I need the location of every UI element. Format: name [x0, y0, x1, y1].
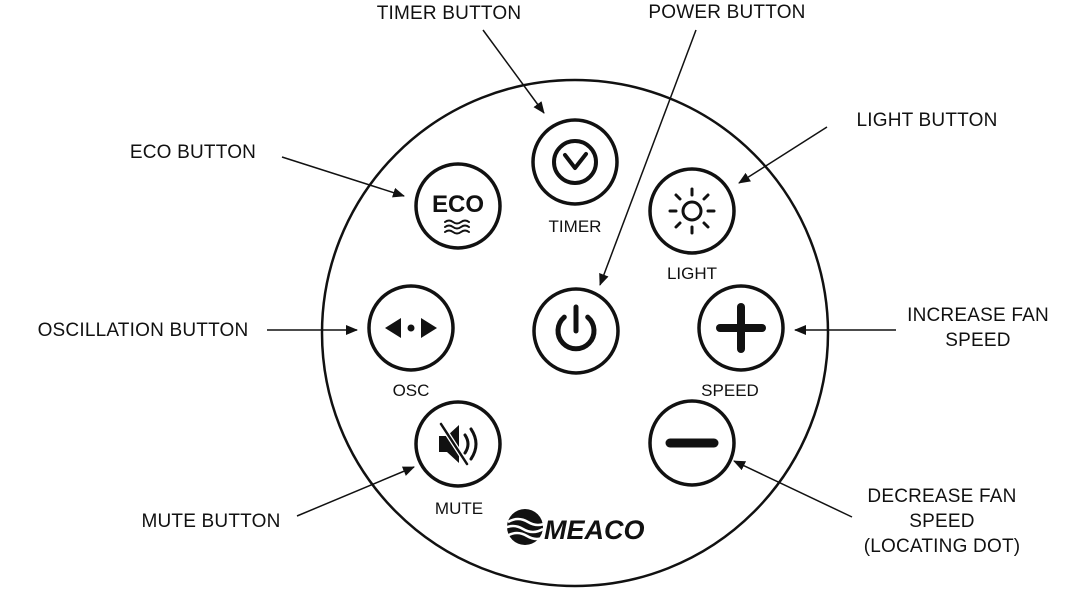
osc-label: OSC	[393, 381, 430, 400]
timer-button[interactable]	[531, 118, 619, 206]
power-button[interactable]	[532, 287, 620, 375]
eco-callout: ECO BUTTON	[130, 142, 256, 163]
oscillation-callout: OSCILLATION BUTTON	[38, 320, 249, 341]
increase-callout-line1: INCREASE FAN	[907, 305, 1049, 326]
callout-arrows	[267, 29, 896, 518]
decrease-callout-line1: DECREASE FAN	[867, 486, 1016, 507]
control-panel-outline	[320, 78, 830, 588]
power-icon	[555, 304, 597, 352]
mute-button[interactable]	[414, 400, 502, 488]
light-label: LIGHT	[667, 264, 717, 283]
light-button[interactable]	[648, 167, 736, 255]
timer-label: TIMER	[549, 217, 602, 236]
timer-callout: TIMER BUTTON	[377, 3, 522, 24]
mute-callout: MUTE BUTTON	[141, 511, 280, 532]
decrease-arrow	[733, 460, 853, 518]
power-arrow	[599, 29, 697, 286]
mute-speaker-icon	[438, 422, 478, 466]
decrease-callout-line2: SPEED	[909, 511, 974, 532]
clock-icon	[552, 139, 598, 185]
eco-arrow	[281, 156, 405, 198]
eco-waves-icon	[444, 219, 470, 235]
mute-arrow	[296, 466, 415, 517]
meaco-logo: MEACO	[502, 509, 645, 545]
increase-speed-button[interactable]	[697, 284, 785, 372]
eco-button-text: ECO	[432, 191, 484, 218]
timer-arrow	[482, 29, 545, 114]
oscillate-arrows-icon	[385, 318, 437, 338]
light-arrow	[738, 126, 828, 184]
light-callout: LIGHT BUTTON	[856, 110, 997, 131]
plus-icon	[716, 303, 766, 353]
decrease-speed-button[interactable]	[648, 399, 736, 487]
speed-label: SPEED	[701, 381, 759, 400]
meaco-brand-text: MEACO	[544, 515, 645, 545]
mute-label: MUTE	[435, 499, 483, 518]
increase-callout-line2: SPEED	[945, 330, 1010, 351]
meaco-logo-icon	[502, 509, 549, 545]
eco-button[interactable]: ECO	[414, 162, 502, 250]
power-callout: POWER BUTTON	[648, 2, 805, 23]
decrease-callout-line3: (LOCATING DOT)	[864, 536, 1021, 557]
osc-button[interactable]	[367, 284, 455, 372]
sun-icon	[668, 187, 716, 235]
